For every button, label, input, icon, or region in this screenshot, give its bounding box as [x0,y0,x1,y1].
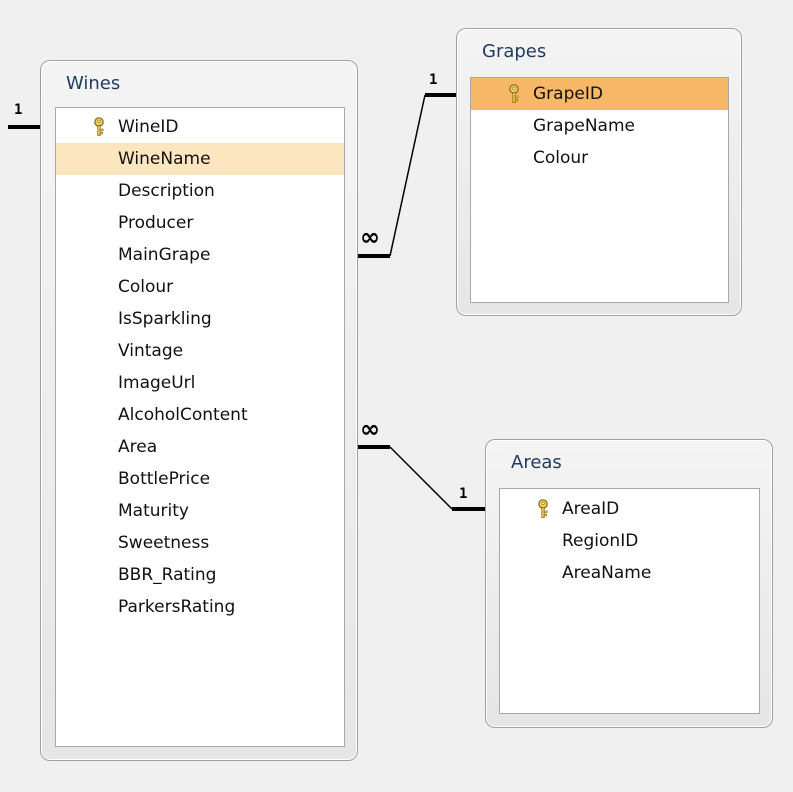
wines-field-row[interactable]: AlcoholContent [56,399,344,431]
wines-field-row[interactable]: Description [56,175,344,207]
field-label: Maturity [118,501,189,521]
primary-key-icon [538,499,548,518]
field-label: Vintage [118,341,184,361]
field-label: WineName [118,149,211,169]
wines-field-row[interactable]: ParkersRating [56,591,344,623]
field-label: ParkersRating [118,597,236,617]
primary-key-icon [94,117,104,136]
field-label: BBR_Rating [118,565,217,585]
wines-field-row[interactable]: Area [56,431,344,463]
wines-field-row[interactable]: BottlePrice [56,463,344,495]
primary-key-icon [509,84,519,103]
field-label: Area [118,437,158,457]
areas-field-list[interactable]: AreaID RegionID AreaName [499,488,760,714]
wines-table-title[interactable]: Wines [66,73,121,94]
wines-field-row[interactable]: Sweetness [56,527,344,559]
wines-field-row[interactable]: Producer [56,207,344,239]
wines-table[interactable]: Wines WineID WineName Description Produc… [40,60,358,761]
grapes-field-row-selected[interactable]: GrapeID [471,78,728,110]
areas-field-row[interactable]: AreaName [500,557,759,589]
wines-incoming-one-label: 1 [14,102,23,118]
field-label: ImageUrl [118,373,196,393]
field-label: MainGrape [118,245,211,265]
wines-field-row[interactable]: MainGrape [56,239,344,271]
field-label: AlcoholContent [118,405,248,425]
areas-field-row[interactable]: RegionID [500,525,759,557]
wines-areas-connector [389,446,453,510]
field-label: Colour [533,148,589,168]
areas-field-row[interactable]: AreaID [500,493,759,525]
wines-grapes-connector [389,94,426,257]
wines-field-row[interactable]: Maturity [56,495,344,527]
field-label: GrapeName [533,116,635,136]
field-label: Colour [118,277,174,297]
field-label: RegionID [562,531,639,551]
field-label: WineID [118,117,179,137]
field-label: Sweetness [118,533,210,553]
areas-table[interactable]: Areas AreaID RegionID AreaName [485,439,773,728]
wines-areas-one-label: 1 [459,486,468,502]
wines-field-row-highlighted[interactable]: WineName [56,143,344,175]
wines-field-list[interactable]: WineID WineName Description Producer Mai… [55,107,345,747]
wines-field-row[interactable]: Vintage [56,335,344,367]
field-label: AreaName [562,563,652,583]
grapes-field-list[interactable]: GrapeID GrapeName Colour [470,77,729,303]
wines-areas-many-label: ∞ [360,415,380,443]
field-label: Producer [118,213,194,233]
wines-field-row[interactable]: ImageUrl [56,367,344,399]
wines-field-row[interactable]: WineID [56,111,344,143]
field-label: Description [118,181,215,201]
areas-table-title[interactable]: Areas [511,452,562,473]
field-label: IsSparkling [118,309,212,329]
wines-grapes-many-label: ∞ [360,223,380,251]
grapes-table[interactable]: Grapes GrapeID GrapeName Colour [456,28,742,316]
wines-field-row[interactable]: IsSparkling [56,303,344,335]
grapes-field-row[interactable]: GrapeName [471,110,728,142]
wines-field-row[interactable]: Colour [56,271,344,303]
field-label: GrapeID [533,84,603,104]
wines-field-row[interactable]: BBR_Rating [56,559,344,591]
wines-grapes-one-label: 1 [429,72,438,88]
field-label: BottlePrice [118,469,211,489]
grapes-field-row[interactable]: Colour [471,142,728,174]
grapes-table-title[interactable]: Grapes [482,41,547,62]
field-label: AreaID [562,499,620,519]
